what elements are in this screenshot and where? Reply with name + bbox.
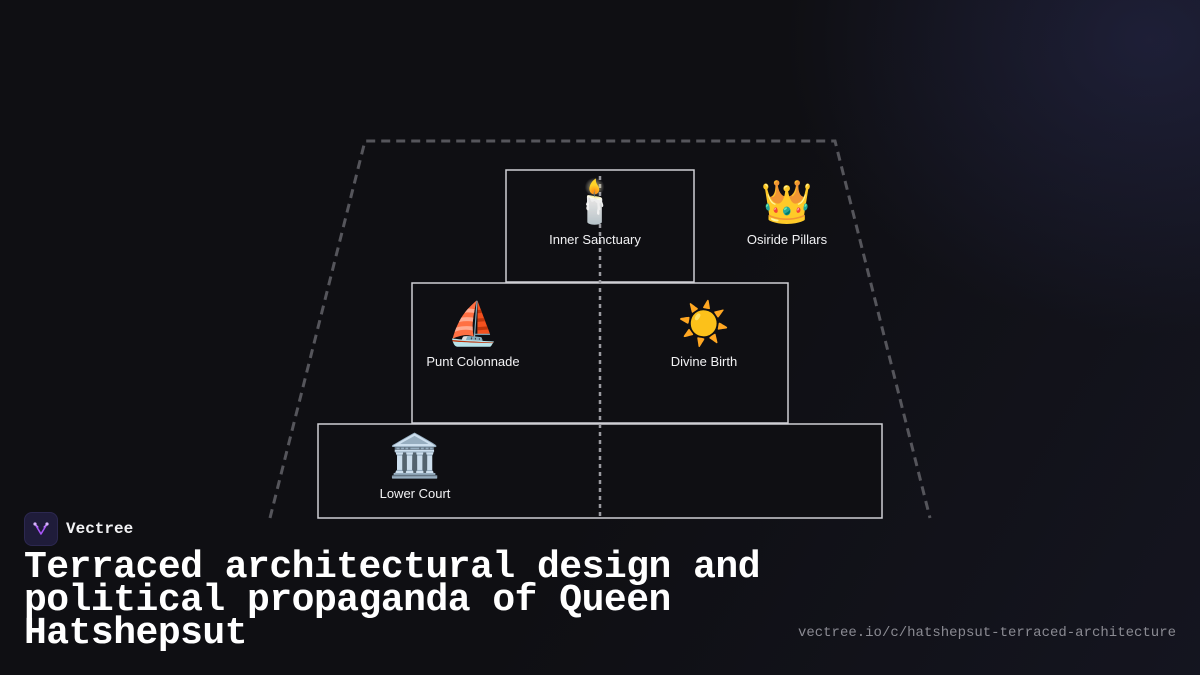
terrace-lower-box (317, 423, 883, 519)
node-label: Divine Birth (670, 354, 738, 369)
vectree-logo-icon (24, 512, 58, 546)
node-punt-colonnade: ⛵ Punt Colonnade (426, 300, 519, 369)
crown-icon: 👑 (760, 178, 814, 225)
brand: Vectree (24, 512, 133, 546)
page-title: Terraced architectural design and politi… (24, 546, 761, 655)
node-label: Punt Colonnade (426, 354, 520, 369)
candle-icon: 🕯️ (568, 178, 622, 225)
node-divine-birth: ☀️ Divine Birth (671, 300, 737, 369)
sun-icon: ☀️ (677, 300, 731, 347)
node-label: Osiride Pillars (746, 232, 828, 247)
classical-building-icon: 🏛️ (388, 432, 442, 479)
node-lower-court: 🏛️ Lower Court (380, 432, 451, 501)
sailboat-icon: ⛵ (446, 300, 500, 347)
brand-name: Vectree (66, 520, 134, 538)
node-label: Inner Sanctuary (549, 232, 641, 247)
temple-outline-dashed (268, 139, 932, 519)
node-label: Lower Court (379, 486, 451, 501)
page-url: vectree.io/c/hatshepsut-terraced-archite… (797, 625, 1176, 641)
node-inner-sanctuary: 🕯️ Inner Sanctuary (549, 178, 641, 247)
node-osiride-pillars: 👑 Osiride Pillars (747, 178, 827, 247)
